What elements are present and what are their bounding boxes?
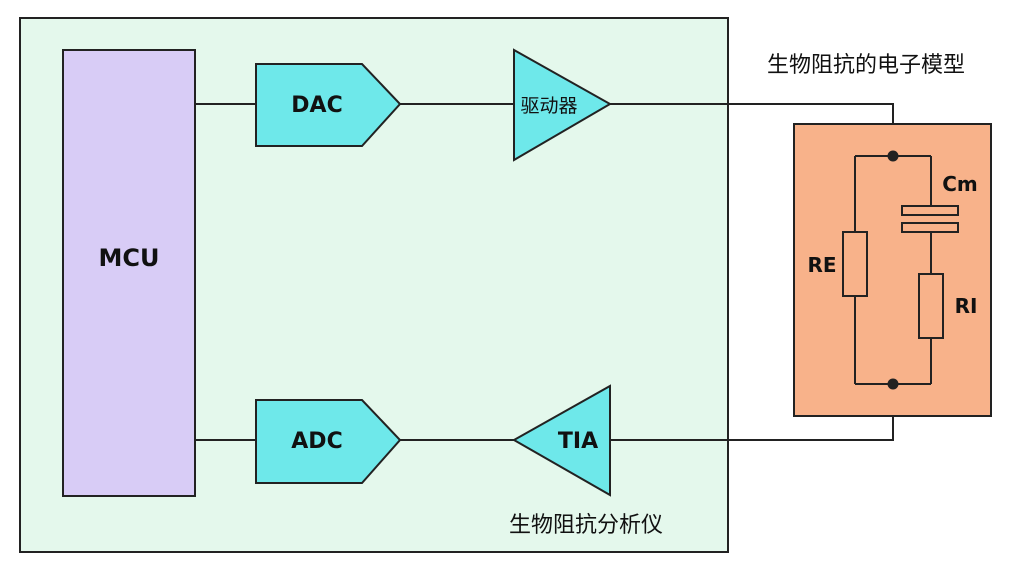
cm-capacitor-plate-top (901, 205, 959, 216)
cm-capacitor-plate-bottom (901, 222, 959, 233)
re-label: RE (807, 253, 836, 277)
adc-label: ADC (291, 429, 342, 454)
driver-amplifier (513, 48, 613, 162)
re-resistor (842, 231, 868, 297)
analyzer-caption: 生物阻抗分析仪 (509, 513, 663, 538)
ri-resistor (918, 273, 944, 339)
dac-label: DAC (291, 93, 342, 118)
mcu-label: MCU (99, 244, 160, 272)
adc-block (255, 399, 402, 484)
model-caption: 生物阻抗的电子模型 (767, 53, 965, 78)
mcu-block (62, 49, 196, 497)
ri-label: RI (955, 294, 978, 318)
model-box (793, 123, 992, 417)
cm-label: Cm (942, 172, 978, 196)
tia-amplifier (511, 384, 611, 497)
dac-block (255, 63, 402, 147)
tia-label: TIA (558, 429, 598, 454)
junction-bottom (887, 378, 899, 390)
driver-label: 驱动器 (520, 95, 577, 117)
junction-top (887, 150, 899, 162)
